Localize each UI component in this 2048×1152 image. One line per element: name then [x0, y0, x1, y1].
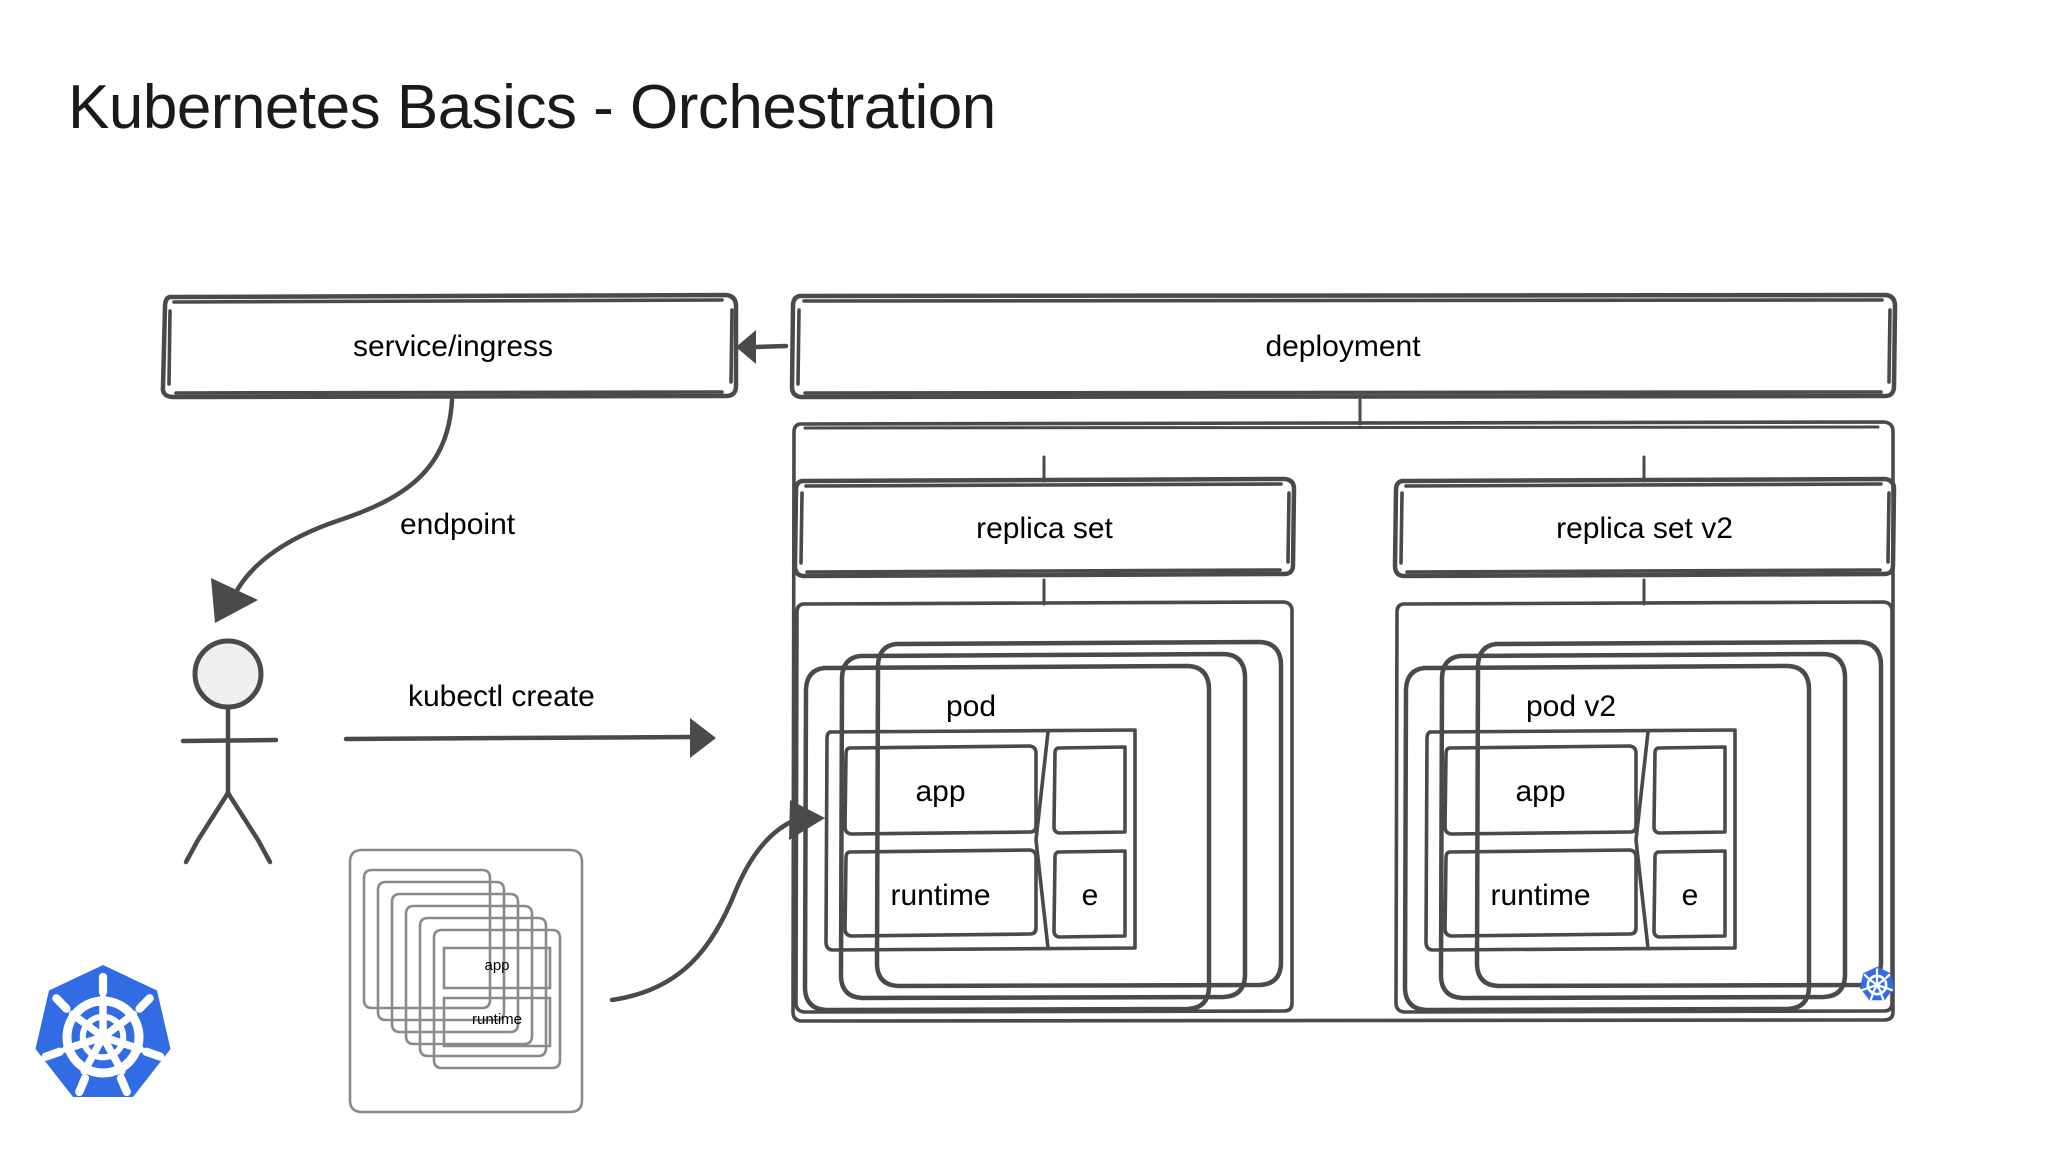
service-ingress-label: service/ingress — [352, 330, 554, 363]
pod-2-label: pod v2 — [1525, 690, 1617, 723]
deployment-label: deployment — [1265, 330, 1421, 363]
kubernetes-helm-wheel-glyph — [41, 972, 165, 1097]
pod-1-clipped-label: e — [1081, 879, 1099, 912]
kubectl-create-annotation-label: kubectl create — [408, 680, 595, 713]
image-registry-runtime-label: runtime — [471, 1011, 523, 1028]
pod-1-container-app-label: app — [915, 775, 966, 808]
kubernetes-helm-wheel-glyph-small — [1861, 968, 1893, 1001]
kubernetes-logo-small — [1859, 966, 1895, 1001]
pod-2-container-app-label: app — [1515, 775, 1566, 808]
endpoint-annotation-label: endpoint — [400, 508, 516, 541]
edge-image-to-pod-curved-arrow — [609, 800, 825, 1003]
edge-replicasets-to-pods — [1042, 578, 1646, 606]
user-stick-figure — [180, 638, 279, 865]
edge-deployment-to-replicasets — [1042, 455, 1646, 483]
pod-1-label: pod — [945, 690, 997, 723]
page-title: Kubernetes Basics - Orchestration — [68, 73, 996, 142]
replica-set-2-label: replica set v2 — [1556, 512, 1733, 545]
image-registry-stack — [348, 848, 584, 1114]
image-registry-app-label: app — [484, 957, 510, 974]
replica-set-1-label: replica set — [976, 512, 1113, 545]
kubernetes-logo — [35, 965, 171, 1097]
edge-deployment-to-service-arrow — [736, 330, 789, 364]
edge-kubectl-create-arrow — [343, 718, 716, 758]
pod-1-container-runtime-label: runtime — [890, 879, 991, 912]
pod-2-clipped-label: e — [1681, 879, 1699, 912]
pod-2-container-runtime-label: runtime — [1490, 879, 1591, 912]
